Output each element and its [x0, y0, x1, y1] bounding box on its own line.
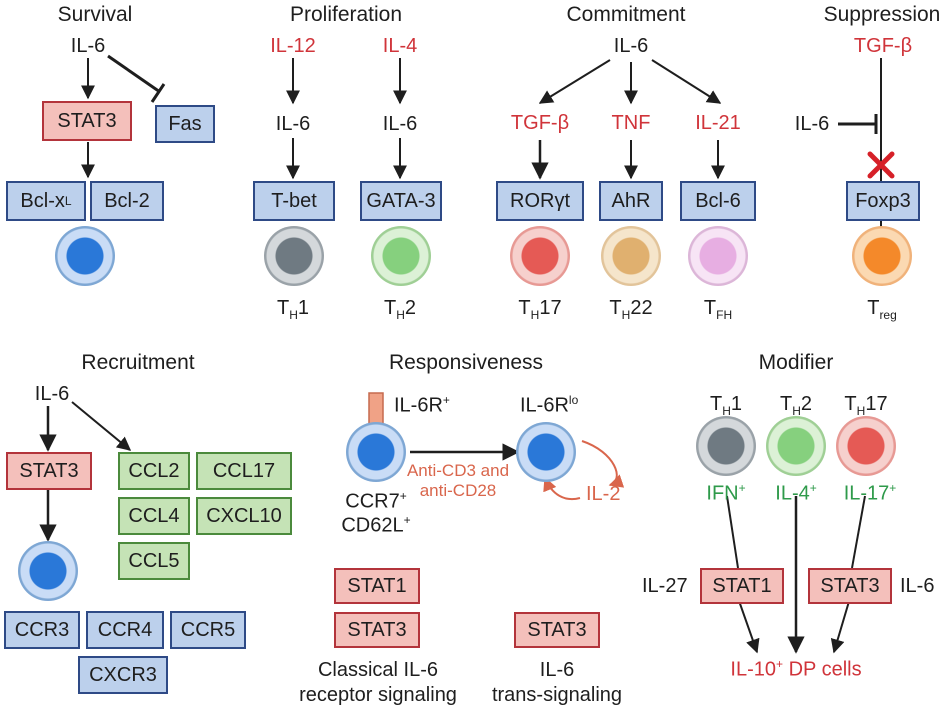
survival-naive-cell	[55, 226, 115, 286]
il2-label: IL-2	[586, 483, 621, 505]
commit-il21: IL-21	[695, 112, 741, 134]
il6r-high-cell	[346, 422, 406, 482]
inhibit-il6-fas	[107, 54, 161, 94]
tbet-box: T-bet	[253, 181, 335, 221]
title-modifier: Modifier	[758, 351, 834, 374]
recruit-il6: IL-6	[34, 383, 70, 405]
ahr-box: AhR	[599, 181, 663, 221]
il10-dp-label: IL-10+ DP cells	[730, 657, 862, 681]
mod-th1-cell	[696, 416, 756, 476]
th2-label: TH2	[383, 297, 417, 322]
th17-cell	[510, 226, 570, 286]
supp-il6: IL-6	[794, 113, 830, 135]
trans-label-2: trans-signaling	[491, 684, 623, 706]
arrow-il6-chemokines	[71, 401, 132, 451]
block-x-icon	[867, 151, 895, 179]
receptor-ccr4: CCR4	[86, 611, 164, 649]
chemokine-ccl2: CCL2	[118, 452, 190, 490]
mod-stat3-box: STAT3	[808, 568, 892, 604]
th22-cell	[601, 226, 661, 286]
supp-tgfb: TGF-β	[853, 35, 913, 57]
classical-stat3-box: STAT3	[334, 612, 420, 648]
mod-th17-cell	[836, 416, 896, 476]
th22-label: TH22	[609, 297, 653, 322]
trans-stat3-box: STAT3	[514, 612, 600, 648]
th1-label: TH1	[276, 297, 310, 322]
th17-label: TH17	[518, 297, 562, 322]
prolif-il6-a: IL-6	[275, 113, 311, 135]
tfh-cell	[688, 226, 748, 286]
mod-il4-label: IL-4+	[775, 481, 817, 505]
trans-label-1: IL-6	[539, 659, 575, 681]
tfh-label: TFH	[703, 297, 733, 322]
il6r-lo-label: IL-6Rlo	[520, 393, 579, 417]
title-proliferation: Proliferation	[289, 3, 403, 26]
mod-th2-cell	[766, 416, 826, 476]
recruit-stat3-box: STAT3	[6, 452, 92, 490]
fas-box: Fas	[155, 105, 215, 143]
survival-stat3-box: STAT3	[42, 101, 132, 141]
title-responsiveness: Responsiveness	[388, 351, 544, 374]
title-suppression: Suppression	[823, 3, 941, 26]
line-il17-stat3	[851, 495, 866, 569]
classical-label-2: receptor signaling	[299, 684, 457, 706]
anti-cd3-label: Anti-CD3 and	[406, 461, 510, 480]
prolif-il6-b: IL-6	[382, 113, 418, 135]
commit-tgfb: TGF-β	[510, 112, 570, 134]
ifn-label: IFN+	[706, 481, 746, 505]
cd62l-label: CD62L+	[341, 513, 411, 537]
mod-th1-label: TH1	[709, 393, 743, 418]
arrow-stat3-il10	[830, 597, 851, 654]
th2-cell	[371, 226, 431, 286]
receptor-ccr3: CCR3	[4, 611, 80, 649]
il12-label: IL-12	[270, 35, 316, 57]
survival-il6: IL-6	[70, 35, 106, 57]
inhibit-bar-fas	[150, 83, 166, 103]
mod-il6-label: IL-6	[900, 575, 935, 597]
recruit-naive-cell	[18, 541, 78, 601]
title-recruitment: Recruitment	[81, 351, 195, 374]
chemokine-ccl4: CCL4	[118, 497, 190, 535]
il27-label: IL-27	[642, 575, 688, 597]
line-ifn-stat1	[726, 495, 739, 569]
chemokine-ccl5: CCL5	[118, 542, 190, 580]
th1-cell	[264, 226, 324, 286]
commit-il6: IL-6	[613, 35, 649, 57]
arrow-il6-il21	[651, 59, 722, 104]
il6r-plus-label: IL-6R+	[394, 393, 450, 417]
classical-stat1-box: STAT1	[334, 568, 420, 604]
title-commitment: Commitment	[566, 3, 686, 26]
treg-label: Treg	[867, 297, 897, 322]
il2-loop-arrow-top	[581, 440, 625, 488]
il17-label: IL-17+	[843, 481, 897, 505]
receptor-ccr5: CCR5	[170, 611, 246, 649]
bcl2-box: Bcl-2	[90, 181, 164, 221]
il6r-low-cell	[516, 422, 576, 482]
il4-label: IL-4	[382, 35, 418, 57]
bcl6-box: Bcl-6	[680, 181, 756, 221]
rorgt-box: RORγt	[496, 181, 584, 221]
classical-label-1: Classical IL-6	[317, 659, 439, 681]
arrow-il6-tgfb	[538, 59, 611, 104]
title-survival: Survival	[57, 3, 133, 26]
foxp3-box: Foxp3	[846, 181, 920, 221]
gata3-box: GATA-3	[360, 181, 442, 221]
mod-stat1-box: STAT1	[700, 568, 784, 604]
chemokine-ccl17: CCL17	[196, 452, 292, 490]
chemokine-cxcl10: CXCL10	[196, 497, 292, 535]
anti-cd28-label: anti-CD28	[419, 481, 497, 500]
treg-cell	[852, 226, 912, 286]
receptor-cxcr3: CXCR3	[78, 656, 168, 694]
ccr7-label: CCR7+	[345, 489, 407, 513]
arrow-stat1-il10	[737, 597, 760, 654]
mod-th2-label: TH2	[779, 393, 813, 418]
mod-th17-label: TH17	[844, 393, 888, 418]
commit-tnf: TNF	[611, 112, 651, 134]
